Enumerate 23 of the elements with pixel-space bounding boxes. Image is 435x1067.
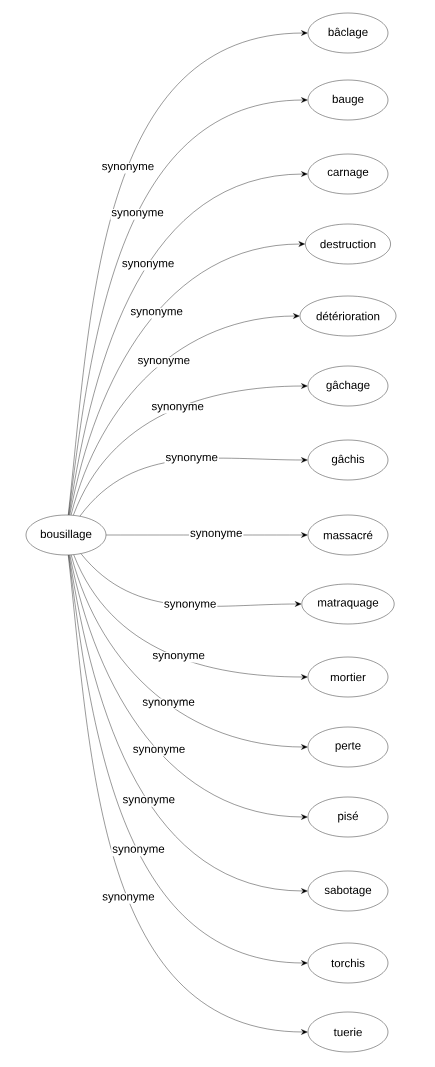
edge-label: synonyme	[151, 403, 204, 413]
arrow	[73, 554, 308, 680]
edge-label: synonyme	[102, 894, 155, 903]
edge-label: synonyme	[111, 210, 164, 219]
arrow	[68, 171, 308, 516]
edge-label: synonyme	[165, 454, 218, 464]
edge-label: synonyme	[190, 530, 242, 540]
arrow	[70, 313, 300, 516]
edge-label: synonyme	[122, 797, 175, 806]
edge-label: synonyme	[164, 601, 216, 610]
arrow	[69, 241, 305, 516]
arrow	[71, 554, 308, 750]
edge-label: synonyme	[102, 163, 154, 173]
arrow	[73, 383, 308, 516]
edge-label: synonyme	[152, 652, 205, 662]
edge-label: synonyme	[122, 260, 174, 270]
arrow	[69, 554, 308, 820]
arrow	[68, 554, 308, 894]
edge-label: synonyme	[142, 699, 195, 709]
edge-label: synonyme	[137, 357, 190, 367]
edge-label: synonyme	[130, 309, 183, 318]
edge-label: synonyme	[133, 746, 185, 756]
edge-label: synonyme	[112, 846, 165, 856]
